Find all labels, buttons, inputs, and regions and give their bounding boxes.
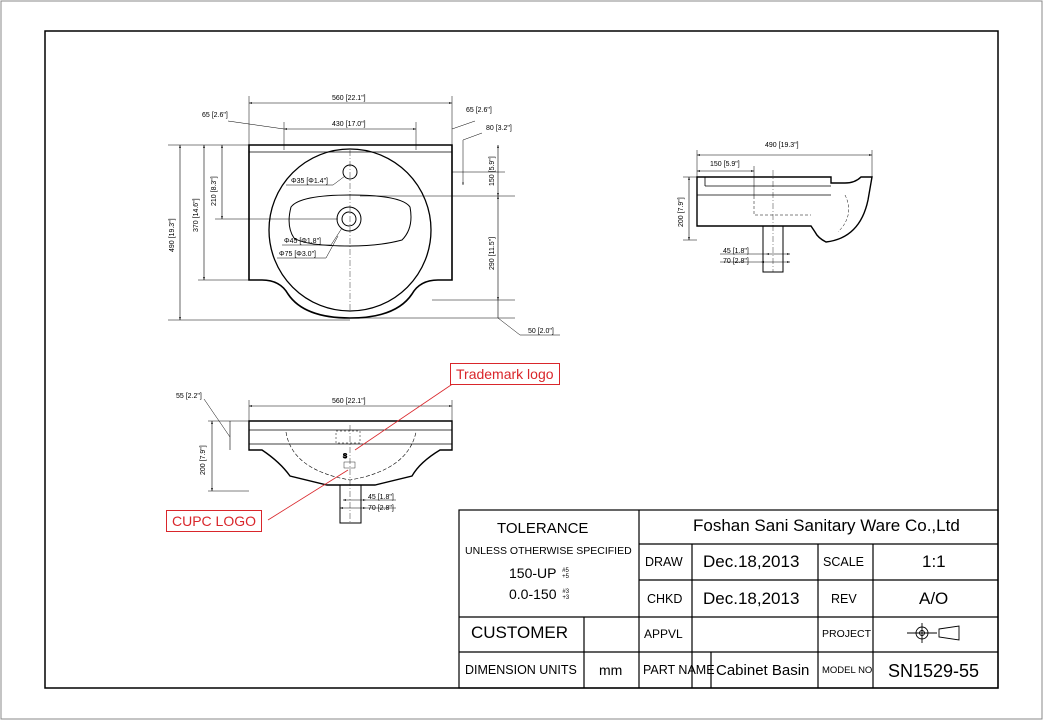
- tolerance-1-upper: #5: [562, 568, 569, 575]
- dim-top-210: 210 [8.3"]: [211, 176, 218, 206]
- top-view-labels: 560 [22.1"] 65 [2.6"] 65 [2.6"] 430 [17.…: [169, 95, 554, 335]
- basin-outline: [248, 144, 453, 319]
- dim-front-200: 200 [7.9"]: [200, 445, 207, 475]
- tolerance-1-lower: +5: [562, 574, 569, 581]
- dim-top-490: 490 [19.3"]: [169, 218, 176, 252]
- rev-value: A/O: [919, 589, 949, 608]
- project-label: PROJECT: [822, 628, 872, 640]
- side-view-labels: 490 [19.3"] 150 [5.9"] 200 [7.9"] 45 [1.…: [678, 142, 799, 265]
- dim-top-290: 290 [11.5"]: [489, 237, 496, 270]
- unless-specified-text: UNLESS OTHERWISE SPECIFIED: [465, 545, 632, 557]
- dim-top-370: 370 [14.6"]: [193, 198, 200, 232]
- drain-inner: [341, 211, 357, 227]
- rev-label: REV: [831, 592, 857, 606]
- company-name: Foshan Sani Sanitary Ware Co.,Ltd: [693, 516, 960, 535]
- tolerance-row-1: 150-UP #5 +5: [509, 565, 569, 581]
- side-outline: [696, 176, 873, 243]
- dim-front-560: 560 [22.1"]: [332, 398, 366, 405]
- customer-label: CUSTOMER: [471, 623, 568, 642]
- dim-side-70: 70 [2.8"]: [723, 258, 749, 265]
- chkd-date: Dec.18,2013: [703, 589, 800, 608]
- part-name-label: PART NAME: [643, 663, 715, 677]
- scale-value: 1:1: [922, 552, 946, 571]
- draw-date: Dec.18,2013: [703, 552, 800, 571]
- dim-front-45: 45 [1.8"]: [368, 494, 394, 501]
- bowl-rim: [268, 148, 432, 312]
- dim-top-d45: Φ45 [Φ1.8"]: [284, 238, 321, 245]
- dim-top-150: 150 [5.9"]: [489, 156, 496, 186]
- scale-label: SCALE: [823, 555, 864, 569]
- front-view: S: [203, 382, 455, 524]
- logo-mark: S: [343, 454, 347, 460]
- model-no-label: MODEL NO: [822, 665, 873, 676]
- tolerance-heading: TOLERANCE: [497, 520, 589, 537]
- dim-side-150: 150 [5.9"]: [710, 161, 740, 168]
- dim-top-80: 80 [3.2"]: [486, 125, 512, 132]
- dim-side-45: 45 [1.8"]: [723, 248, 749, 255]
- tolerance-2-lower: +3: [562, 595, 570, 602]
- part-name-value: Cabinet Basin: [716, 662, 810, 679]
- model-no-value: SN1529-55: [888, 661, 980, 681]
- tolerance-2-upper: #3: [562, 589, 570, 596]
- tolerance-range-1: 150-UP: [509, 565, 557, 581]
- dim-top-d75: Φ75 [Φ3.0"]: [279, 251, 316, 258]
- title-block-grid: [458, 509, 999, 689]
- tolerance-values-1: #5 +5: [562, 568, 569, 580]
- dim-side-200: 200 [7.9"]: [678, 197, 685, 227]
- dim-front-70: 70 [2.8"]: [368, 505, 394, 512]
- dim-top-d35: Φ35 [Φ1.4"]: [291, 178, 328, 185]
- trademark-logo-callout: Trademark logo: [450, 363, 560, 385]
- cupc-leader: [267, 469, 349, 521]
- dim-top-560: 560 [22.1"]: [332, 95, 366, 102]
- appvl-label: APPVL: [644, 627, 683, 641]
- dim-top-430: 430 [17.0"]: [332, 121, 366, 128]
- dim-side-490: 490 [19.3"]: [765, 142, 799, 149]
- side-view: [683, 150, 873, 273]
- front-outline: [248, 420, 453, 486]
- dimension-units-value: mm: [599, 662, 623, 678]
- chkd-label: CHKD: [647, 592, 683, 606]
- dimension-units-label: DIMENSION UNITS: [465, 663, 577, 677]
- draw-label: DRAW: [645, 555, 683, 569]
- dim-top-65-left: 65 [2.6"]: [202, 112, 228, 119]
- cupc-logo-callout: CUPC LOGO: [166, 510, 263, 532]
- tolerance-row-2: 0.0-150 #3 +3: [509, 586, 569, 602]
- tolerance-values-2: #3 +3: [562, 589, 569, 601]
- drain-outer: [336, 206, 362, 232]
- project-symbol-icon: [907, 623, 960, 643]
- dim-front-55: 55 [2.2"]: [176, 393, 202, 400]
- dim-top-50: 50 [2.0"]: [528, 328, 554, 335]
- trademark-leader: [354, 382, 455, 451]
- top-view: [168, 96, 560, 336]
- front-view-labels: 55 [2.2"] 560 [22.1"] 200 [7.9"] 45 [1.8…: [176, 393, 394, 512]
- tolerance-range-2: 0.0-150: [509, 586, 557, 602]
- dim-top-65-right: 65 [2.6"]: [466, 107, 492, 114]
